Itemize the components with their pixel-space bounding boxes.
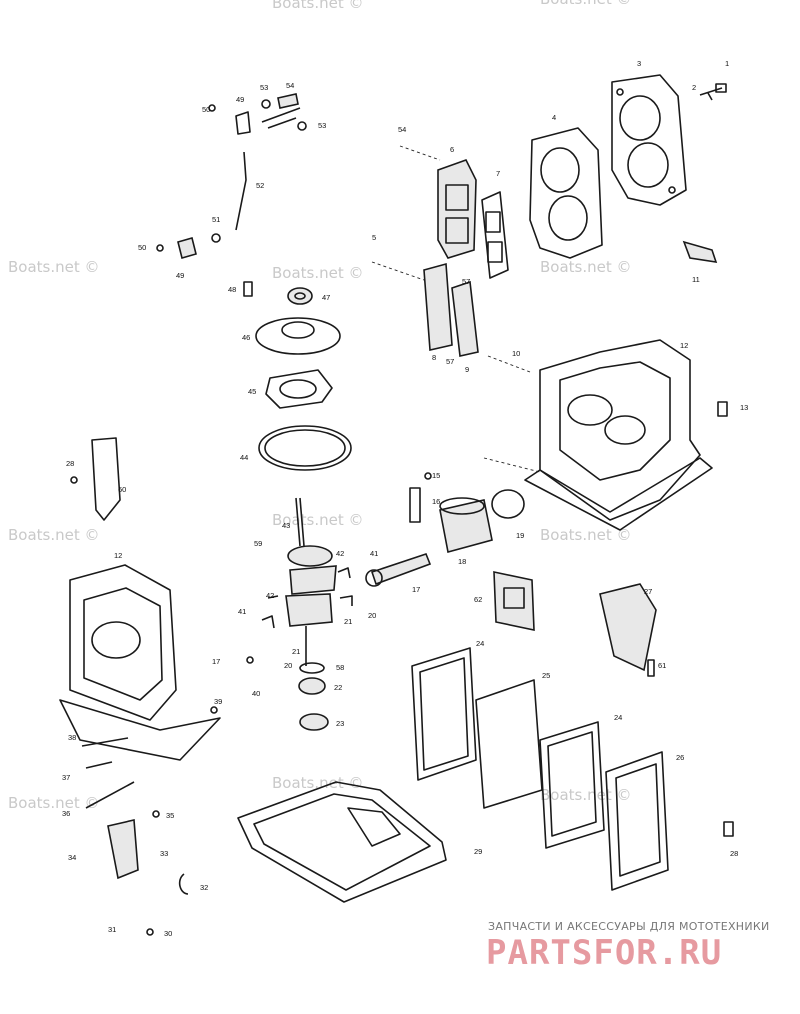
callout-label: 48 [228, 285, 236, 294]
callout-label: 25 [542, 671, 550, 680]
callout-label: 38 [68, 733, 76, 742]
callout-label: 6 [450, 145, 454, 154]
callout-label: 7 [496, 169, 500, 178]
watermark: Boats.net © [272, 0, 364, 12]
callout-label: 1 [725, 59, 729, 68]
callout-label: 41 [370, 549, 378, 558]
callout-label: 28 [730, 849, 738, 858]
watermark: Boats.net © [272, 511, 364, 529]
callout-label: 61 [658, 661, 666, 670]
callout-label: 17 [212, 657, 220, 666]
callout-label: 22 [334, 683, 342, 692]
callout-label: 53 [318, 121, 326, 130]
callout-label: 39 [214, 697, 222, 706]
base-gasket [237, 781, 447, 903]
callout-label: 43 [282, 521, 290, 530]
cylinder-block-right [524, 339, 728, 531]
callout-label: 23 [336, 719, 344, 728]
callout-labels: 1 2 3 4 5 6 7 8 9 10 11 12 12 13 15 16 1… [62, 59, 748, 938]
callout-label: 30 [164, 929, 172, 938]
watermark: Boats.net © [8, 526, 100, 544]
callout-label: 11 [692, 275, 700, 284]
callout-label: 49 [236, 95, 244, 104]
callout-label: 34 [68, 853, 76, 862]
callout-label: 2 [692, 83, 696, 92]
callout-label: 32 [200, 883, 208, 892]
callout-label: 57 [446, 357, 454, 366]
callout-label: 52 [256, 181, 264, 190]
callout-label: 24 [614, 713, 622, 722]
callout-label: 53 [260, 83, 268, 92]
callout-label: 49 [176, 271, 184, 280]
callout-label: 31 [108, 925, 116, 934]
callout-label: 20 [368, 611, 376, 620]
watermark: Boats.net © [8, 794, 100, 812]
transfer-covers [411, 571, 669, 891]
callout-label: 26 [676, 753, 684, 762]
callout-label: 27 [644, 587, 652, 596]
watermark: Boats.net © [540, 0, 632, 8]
callout-label: 54 [286, 81, 294, 90]
watermarks: Boats.net © Boats.net © Boats.net © Boat… [8, 0, 632, 812]
callout-label: 5 [372, 233, 376, 242]
watermark: Boats.net © [540, 786, 632, 804]
brand-subtitle: ЗАПЧАСТИ И АКСЕССУАРЫ ДЛЯ МОТОТЕХНИКИ [488, 920, 770, 933]
callout-label: 62 [474, 595, 482, 604]
callout-label: 57 [462, 277, 470, 286]
callout-label: 8 [432, 353, 436, 362]
callout-label: 50 [202, 105, 210, 114]
callout-label: 10 [512, 349, 520, 358]
callout-label: 17 [412, 585, 420, 594]
callout-label: 58 [336, 663, 344, 672]
callout-label: 13 [740, 403, 748, 412]
callout-label: 46 [242, 333, 250, 342]
callout-label: 36 [62, 809, 70, 818]
callout-label: 44 [240, 453, 248, 462]
small-hardware [70, 476, 734, 936]
callout-label: 41 [238, 607, 246, 616]
callout-label: 16 [432, 497, 440, 506]
callout-label: 9 [465, 365, 469, 374]
callout-label: 60 [118, 485, 126, 494]
callout-label: 20 [284, 661, 292, 670]
callout-label: 50 [138, 243, 146, 252]
brand-logo: PARTSFOR.RU [486, 933, 723, 973]
callout-label: 19 [516, 531, 524, 540]
watermark: Boats.net © [540, 526, 632, 544]
callout-label: 37 [62, 773, 70, 782]
callout-label: 47 [322, 293, 330, 302]
exhaust-cover-assembly [371, 74, 727, 473]
callout-label: 33 [160, 849, 168, 858]
throttle-linkage [156, 93, 307, 259]
callout-label: 15 [432, 471, 440, 480]
callout-label: 3 [637, 59, 641, 68]
callout-label: 12 [680, 341, 688, 350]
callout-label: 42 [266, 591, 274, 600]
callout-label: 54 [398, 125, 406, 134]
callout-label: 12 [114, 551, 122, 560]
callout-label: 42 [336, 549, 344, 558]
callout-label: 24 [476, 639, 484, 648]
crankshaft-stack [243, 281, 525, 731]
callout-label: 21 [344, 617, 352, 626]
callout-label: 45 [248, 387, 256, 396]
cylinder-block-left [59, 437, 221, 761]
watermark: Boats.net © [8, 258, 100, 276]
callout-label: 18 [458, 557, 466, 566]
callout-label: 59 [254, 539, 262, 548]
watermark: Boats.net © [272, 774, 364, 792]
callout-label: 40 [252, 689, 260, 698]
watermark: Boats.net © [272, 264, 364, 282]
callout-label: 21 [292, 647, 300, 656]
callout-label: 51 [212, 215, 220, 224]
callout-label: 35 [166, 811, 174, 820]
callout-label: 28 [66, 459, 74, 468]
watermark: Boats.net © [540, 258, 632, 276]
callout-label: 29 [474, 847, 482, 856]
callout-label: 4 [552, 113, 556, 122]
